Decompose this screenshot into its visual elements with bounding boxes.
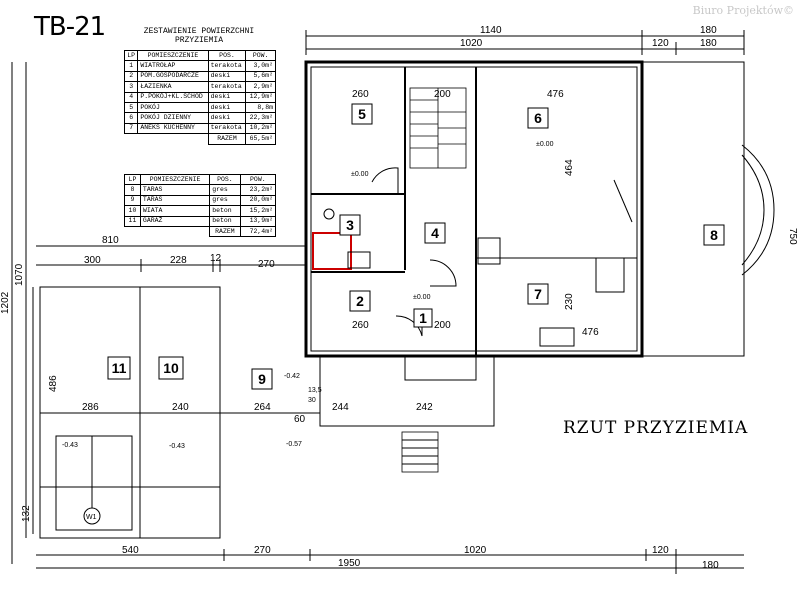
- room-8: 8: [710, 227, 718, 243]
- terrace-8-steps: [741, 144, 775, 276]
- room-11: 11: [112, 360, 127, 376]
- terrace-8: [641, 61, 745, 357]
- dim-1070: 1070: [14, 263, 25, 286]
- dim-264: 264: [254, 402, 271, 413]
- table-cell: ANEKS KUCHENNY: [137, 122, 209, 135]
- dim-60: 60: [294, 414, 306, 425]
- level-room6: ±0.00: [536, 141, 554, 148]
- level-garage: -0.43: [62, 442, 78, 449]
- drawing-code: TB-21: [34, 12, 106, 42]
- dim-1202: 1202: [0, 291, 11, 314]
- brand-watermark: Biuro Projektów©: [692, 4, 794, 17]
- table-cell: 7: [123, 122, 139, 135]
- table-title-line1: ZESTAWIENIE POWIERZCHNI: [143, 27, 255, 36]
- bathtub-sink: [347, 251, 371, 269]
- dim-132: 132: [21, 505, 32, 522]
- staircase: [409, 87, 467, 169]
- dim-180-bottom: 180: [702, 560, 719, 571]
- garage-pit: [55, 435, 133, 531]
- dim-30: 30: [308, 397, 316, 404]
- door-swing: [613, 179, 633, 223]
- table-sum-label: RAZEM: [207, 133, 247, 145]
- dim-1950: 1950: [338, 558, 361, 569]
- dim-486: 486: [48, 375, 59, 392]
- table-sum-value: 65,5m²: [245, 133, 276, 145]
- dim-1140: 1140: [480, 25, 502, 36]
- dim-476-b: 476: [582, 327, 599, 338]
- plan-title: RZUT PRZYZIEMIA: [563, 418, 749, 438]
- dim-300: 300: [84, 255, 101, 266]
- dim-180-top2: 180: [700, 38, 717, 49]
- table-title: ZESTAWIENIE POWIERZCHNI PRZYZIEMIA: [124, 27, 274, 45]
- toilet: [323, 208, 335, 220]
- dim-476-a: 476: [547, 89, 564, 100]
- dim-1020-top: 1020: [460, 38, 483, 49]
- well-label: W1: [86, 514, 97, 521]
- room-2: 2: [356, 293, 364, 309]
- room-7: 7: [534, 286, 542, 302]
- table-sum-label: RAZEM: [209, 225, 241, 238]
- shower-cabin: [312, 232, 352, 270]
- kitchen-sink: [539, 327, 575, 347]
- level-ground: -0.57: [286, 441, 302, 448]
- dim-120-bottom: 120: [652, 545, 669, 556]
- door-swing: [429, 259, 457, 287]
- dimension-labels: 1140 180 1020 120 180 810 300 228 12 270…: [0, 25, 798, 571]
- level-carport: -0.43: [169, 443, 185, 450]
- dim-244: 244: [332, 402, 349, 413]
- kitchen-stove: [477, 237, 501, 265]
- terrace-9: [305, 292, 495, 427]
- door-swing: [371, 167, 399, 194]
- room-5: 5: [358, 106, 366, 122]
- dim-260-a: 260: [352, 89, 369, 100]
- dim-270-bottom: 270: [254, 545, 271, 556]
- dim-750: 750: [787, 228, 798, 245]
- level-room5: ±0.00: [351, 171, 369, 178]
- dim-200-a: 200: [434, 89, 451, 100]
- dim-180-top: 180: [700, 25, 717, 36]
- room-3: 3: [346, 217, 354, 233]
- dim-810: 810: [102, 235, 119, 246]
- dim-230: 230: [564, 293, 575, 310]
- room-9: 9: [258, 371, 266, 387]
- room-1: 1: [419, 310, 427, 326]
- entrance-steps: [401, 431, 439, 473]
- dim-200-b: 200: [434, 320, 451, 331]
- dim-1020-bottom: 1020: [464, 545, 487, 556]
- room-labels: 1 2 3 4 5 6 7 8 9 11 10: [107, 103, 725, 390]
- dim-270: 270: [258, 259, 275, 270]
- dim-12: 12: [210, 253, 222, 264]
- level-terrace9: -0.42: [284, 373, 300, 380]
- dim-286: 286: [82, 402, 99, 413]
- room-6: 6: [534, 110, 542, 126]
- room-10: 10: [163, 360, 179, 376]
- dim-464: 464: [564, 159, 575, 176]
- level-marks: ±0.00 ±0.00 ±0.00 -0.42 -0.43 -0.43 -0.5…: [62, 141, 554, 521]
- dim-240: 240: [172, 402, 189, 413]
- level-room1: ±0.00: [413, 294, 431, 301]
- dim-13-5: 13,5: [308, 387, 322, 394]
- dim-242: 242: [416, 402, 433, 413]
- dim-120-top: 120: [652, 38, 669, 49]
- table-sum-value: 72,4m²: [239, 225, 277, 238]
- entrance-canopy: [404, 355, 477, 381]
- dim-260-b: 260: [352, 320, 369, 331]
- dining-table: [595, 257, 625, 293]
- table-title-line2: PRZYZIEMIA: [174, 36, 223, 45]
- room-4: 4: [431, 225, 439, 241]
- dim-228: 228: [170, 255, 187, 266]
- dim-540: 540: [122, 545, 139, 556]
